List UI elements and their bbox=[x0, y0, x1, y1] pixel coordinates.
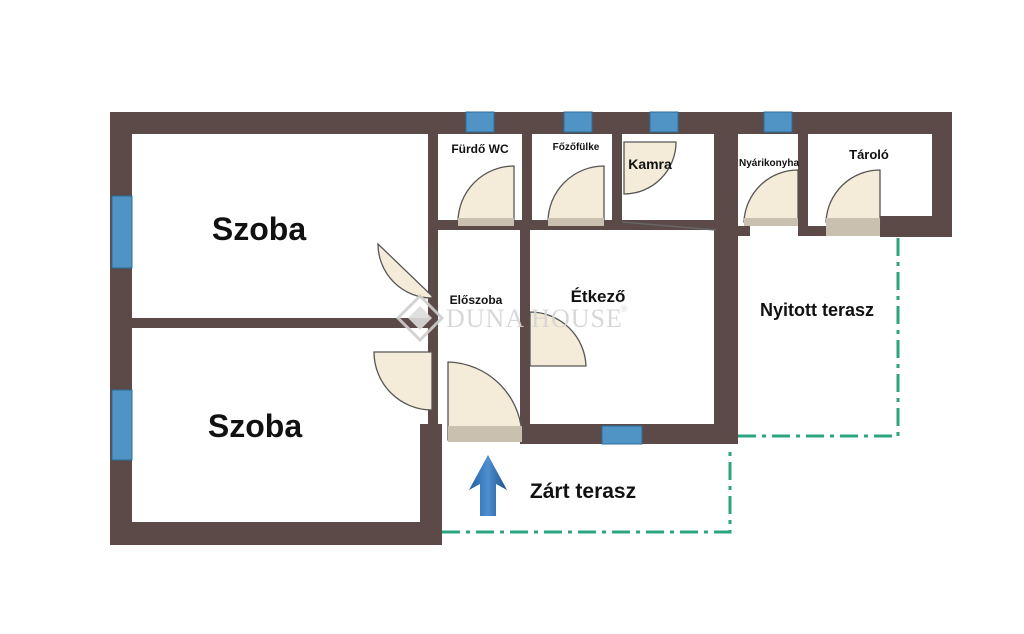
watermark-text: DUNA HOUSE bbox=[446, 304, 623, 333]
wall-summer-kitchen-right bbox=[798, 134, 808, 226]
windows bbox=[111, 111, 793, 461]
window-dining bbox=[601, 425, 643, 445]
window-room1 bbox=[111, 195, 133, 269]
duna-house-logo-icon bbox=[395, 293, 445, 343]
threshold-wc bbox=[458, 218, 514, 226]
door-room1 bbox=[377, 242, 433, 299]
room-label-furdo-wc: Fürdő WC bbox=[451, 142, 509, 156]
window-pantry bbox=[649, 111, 679, 133]
threshold-storage bbox=[826, 218, 880, 236]
door-thresholds bbox=[448, 218, 880, 442]
open-terrace-border bbox=[738, 238, 900, 438]
watermark-registered: ® bbox=[620, 304, 629, 315]
closed-terrace-border bbox=[442, 446, 732, 534]
door-dining bbox=[529, 311, 587, 367]
watermark: DUNA HOUSE ® bbox=[395, 293, 629, 343]
door-pantry bbox=[623, 141, 677, 195]
wall-rooms-divider bbox=[110, 318, 432, 328]
door-room2 bbox=[373, 351, 433, 411]
room-label-nyitott-terasz: Nyitott terasz bbox=[760, 300, 874, 320]
room-label-eloszoba: Előszoba bbox=[450, 293, 503, 307]
door-wc bbox=[457, 165, 515, 223]
room-label-fozofulke: Főzőfülke bbox=[553, 142, 600, 153]
wall-room2-right bbox=[420, 424, 442, 545]
window-kitchenette bbox=[563, 111, 593, 133]
room-label-szoba-1: Szoba bbox=[212, 211, 306, 247]
threshold-entrance bbox=[448, 426, 522, 442]
entrance-arrow-icon bbox=[469, 455, 507, 516]
wall-pantry-right bbox=[714, 134, 738, 444]
terrace-borders bbox=[442, 238, 900, 534]
window-summer-kitchen bbox=[763, 111, 793, 133]
wall-far-right bbox=[932, 112, 952, 237]
wall-top bbox=[110, 112, 952, 134]
room-label-tarolo: Tároló bbox=[849, 147, 889, 162]
window-wc bbox=[465, 111, 495, 133]
wall-left bbox=[110, 112, 132, 545]
room-label-nyarikonyha: Nyárikonyha bbox=[739, 158, 799, 169]
room-label-szoba-2: Szoba bbox=[208, 408, 302, 444]
door-summer-kitchen bbox=[743, 169, 799, 223]
wall-kitchenette-right bbox=[612, 134, 622, 226]
wall-hall-left bbox=[428, 134, 438, 430]
threshold-kitchenette bbox=[548, 218, 604, 226]
wall-hall-bottom bbox=[420, 424, 440, 446]
wall-row-bottom-3 bbox=[798, 226, 828, 236]
wall-wc-right bbox=[522, 134, 532, 226]
door-storage bbox=[825, 169, 881, 223]
threshold-summer-kitchen bbox=[744, 218, 798, 226]
pantry-floor-line bbox=[621, 221, 717, 231]
wall-row-bottom-2 bbox=[738, 226, 750, 236]
wall-storage-bottom bbox=[880, 216, 952, 237]
window-room2 bbox=[111, 389, 133, 461]
room-label-zart-terasz: Zárt terasz bbox=[530, 480, 636, 503]
room-label-kamra: Kamra bbox=[628, 156, 672, 172]
room-label-etkezo: Étkező bbox=[571, 287, 626, 306]
room-labels: Szoba Szoba Fürdő WC Főzőfülke Kamra Nyá… bbox=[208, 142, 889, 503]
door-kitchenette bbox=[547, 165, 605, 223]
wall-bottom-left bbox=[110, 522, 442, 545]
wall-hall-dining bbox=[520, 226, 530, 444]
